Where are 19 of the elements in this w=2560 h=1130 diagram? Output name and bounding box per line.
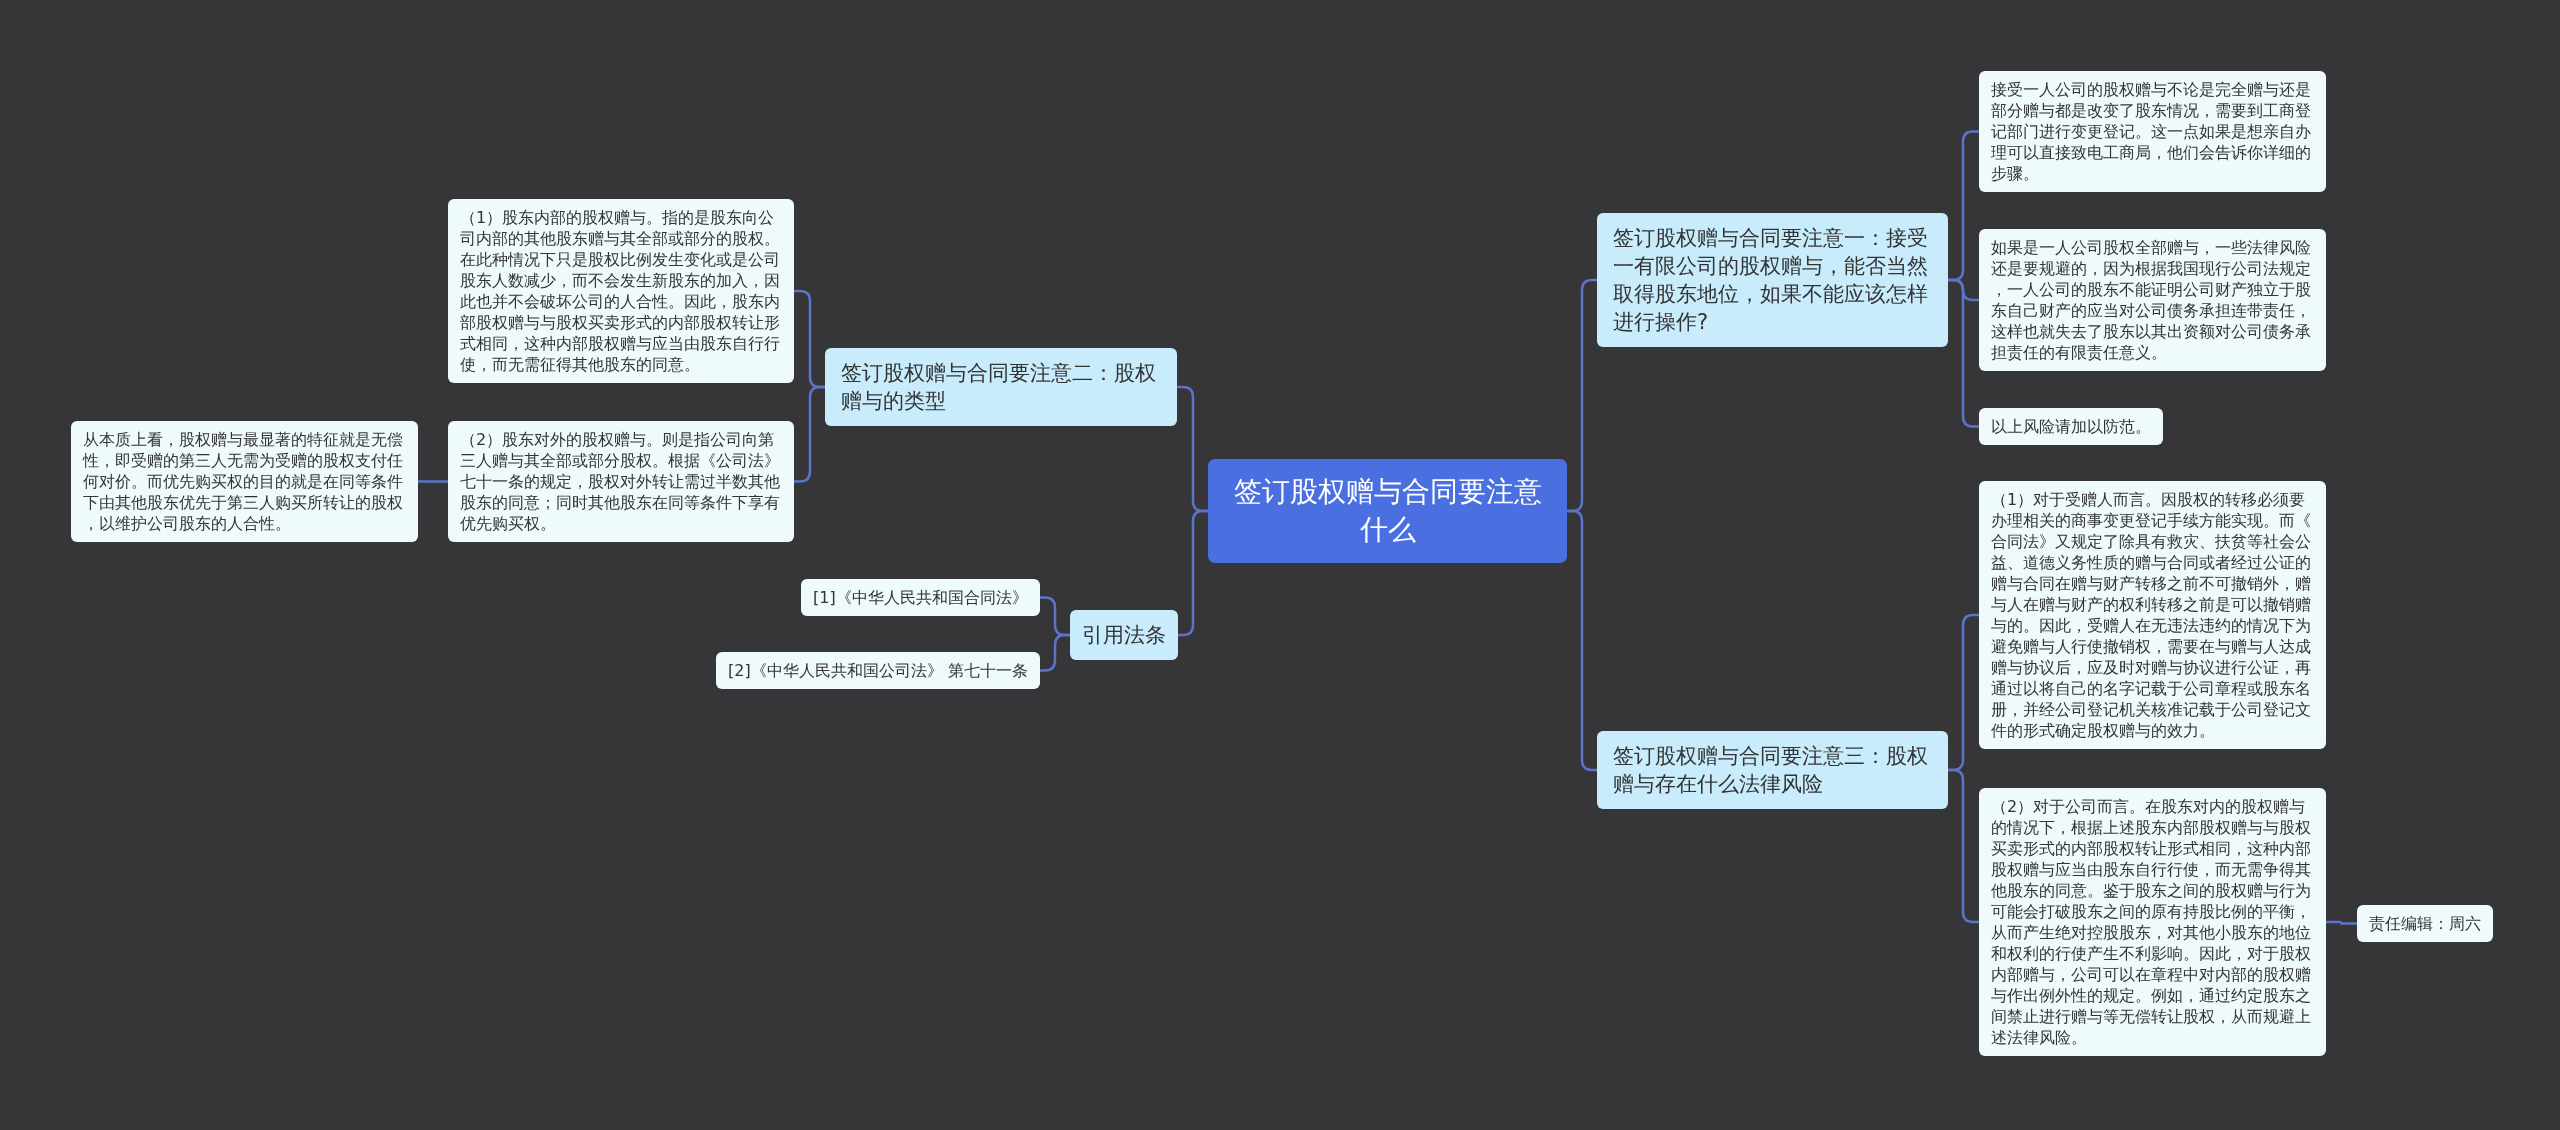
note-box: 责任编辑：周六 [2357,905,2493,942]
note-box: 从本质上看，股权赠与最显著的特征就是无偿性，即受赠的第三人无需为受赠的股权支付任何对价。而优先购买权的目的就是在同等条件下由其他股东优先于第三人购买所转让的股权，以维护公司股东的人合性。 [71,421,418,542]
note-box: （1）股东内部的股权赠与。指的是股东向公司内部的其他股东赠与其全部或部分的股权。在此种情况下只是股权比例发生变化或是公司股东人数减少，而不会发生新股东的加入，因此也并不会破坏公司的人合性。因此，股东内部股权赠与与股权买卖形式的内部股权转让形式相同，这种内部股权赠与应当由股东自行行使，而无需征得其他股东的同意。 [448,199,794,383]
note-box: 接受一人公司的股权赠与不论是完全赠与还是部分赠与都是改变了股东情况，需要到工商登记部门进行变更登记。这一点如果是想亲自办理可以直接致电工商局，他们会告诉你详细的步骤。 [1979,71,2326,192]
topic-box: 引用法条 [1070,610,1178,660]
note-box: （2）股东对外的股权赠与。则是指公司向第三人赠与其全部或部分股权。根据《公司法》七十一条的规定，股权对外转让需过半数其他股东的同意；同时其他股东在同等条件下享有优先购买权。 [448,421,794,542]
reference-box: [2]《中华人民共和国公司法》 第七十一条 [716,652,1040,689]
note-box: 以上风险请加以防范。 [1979,408,2163,445]
connector-line [2326,920,2357,925]
connector-line [418,480,448,483]
note-box: （2）对于公司而言。在股东对内的股权赠与的情况下，根据上述股东内部股权赠与与股权买卖形式的内部股权转让形式相同，这种内部股权赠与应当由股东自行行使，而无需争得其他股东的同意。鉴于股东之间的股权赠与行为可能会打破股东之间的原有持股比例的平衡，从而产生绝对控股股东，对其他小股东的地位和权利的行使产生不利影响。因此，对于股权内部赠与，公司可以在章程中对内部的股权赠与作出例外性的规定。例如，通过约定股东之间禁止进行赠与等无偿转让股权，从而规避上述法律风险。 [1979,788,2326,1056]
connector-line [1039,633,1070,672]
note-box: 如果是一人公司股权全部赠与，一些法律风险还是要规避的，因为根据我国现行公司法规定，一人公司的股东不能证明公司财产独立于股东自己财产的应当对公司债务承担连带责任，这样也就失去了股东以其出资额对公司债务承担责任的有限责任意义。 [1979,229,2326,371]
reference-box: [1]《中华人民共和国合同法》 [801,579,1040,616]
topic-box: 签订股权赠与合同要注意一：接受一有限公司的股权赠与，能否当然取得股东地位，如果不能应该怎样进行操作? [1597,213,1948,347]
central-topic-box: 签订股权赠与合同要注意什么 [1208,459,1567,563]
topic-box: 签订股权赠与合同要注意三：股权赠与存在什么法律风险 [1597,731,1948,809]
note-box: （1）对于受赠人而言。因股权的转移必须要办理相关的商事变更登记手续方能实现。而《合同法》又规定了除具有救灾、扶贫等社会公益、道德义务性质的赠与合同或者经过公证的赠与合同在赠与财产转移之前不可撤销外，赠与人在赠与财产的权利转移之前是可以撤销赠与的。因此，受赠人在无违法违约的情况下为避免赠与人行使撤销权，需要在与赠与人达成赠与协议后，应及时对赠与协议进行公证，再通过以将自己的名字记载于公司章程或股东名册，并经公司登记机关核准记载于公司登记文件的形式确定股权赠与的效力。 [1979,481,2326,749]
topic-box: 签订股权赠与合同要注意二：股权赠与的类型 [825,348,1177,426]
